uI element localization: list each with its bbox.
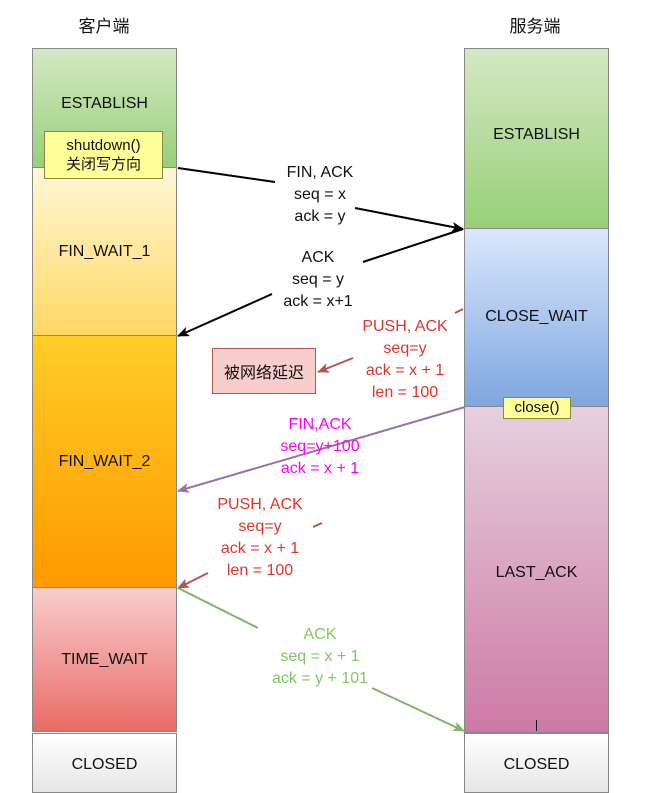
- close-note: close(): [503, 397, 571, 419]
- server-tick-mark: [536, 720, 537, 731]
- shutdown-note-line1: shutdown(): [66, 137, 141, 154]
- arrow-ack-2-b: [371, 687, 465, 732]
- msg-push-ack-2-line2: seq=y: [238, 518, 282, 535]
- msg-ack-1-line2: seq = y: [291, 271, 345, 288]
- msg-ack-1-line1: ACK: [301, 249, 335, 266]
- arrows-layer: [177, 167, 466, 732]
- arrow-push-ack-2-b: [177, 572, 209, 589]
- arrow-ack-2-a: [177, 587, 259, 629]
- msg-push-ack-2-line4: len = 100: [226, 562, 294, 579]
- server-state-close-wait: CLOSE_WAIT: [464, 228, 609, 407]
- msg-fin-ack-2: FIN,ACK seq=y+100 ack = x + 1: [265, 414, 375, 480]
- server-state-establish: ESTABLISH: [464, 48, 609, 229]
- server-title: 服务端: [509, 17, 561, 36]
- network-delay-box: 被网络延迟: [212, 348, 316, 394]
- shutdown-note: shutdown() 关闭写方向: [44, 131, 163, 179]
- msg-push-ack-1-line3: ack = x + 1: [365, 362, 445, 379]
- arrow-push-ack-2-a: [312, 522, 323, 528]
- msg-ack-2-line2: seq = x + 1: [280, 648, 360, 665]
- msg-fin-ack-2-line2: seq=y+100: [280, 438, 360, 455]
- msg-fin-ack-1-line2: seq = x: [293, 186, 347, 203]
- msg-fin-ack-1-line3: ack = y: [294, 208, 346, 225]
- msg-push-ack-1-line2: seq=y: [383, 340, 427, 357]
- shutdown-note-line2: 关闭写方向: [65, 156, 141, 173]
- msg-ack-2-line3: ack = y + 101: [271, 670, 369, 687]
- msg-push-ack-1-line4: len = 100: [371, 384, 439, 401]
- msg-fin-ack-2-line3: ack = x + 1: [280, 460, 360, 477]
- msg-push-ack-2-line1: PUSH, ACK: [217, 496, 303, 513]
- arrow-push-ack-1-b: [317, 357, 354, 373]
- msg-ack-1: ACK seq = y ack = x+1: [268, 247, 368, 313]
- arrow-ack-1-a: [362, 228, 464, 263]
- client-state-fin-wait-2: FIN_WAIT_2: [32, 335, 177, 588]
- server-state-last-ack: LAST_ACK: [464, 406, 609, 733]
- arrow-fin-ack-1-a: [177, 167, 276, 183]
- arrow-ack-1-b: [177, 293, 273, 337]
- msg-ack-2-line1: ACK: [303, 626, 337, 643]
- msg-push-ack-1: PUSH, ACK seq=y ack = x + 1 len = 100: [349, 316, 461, 404]
- msg-push-ack-1-line1: PUSH, ACK: [362, 318, 448, 335]
- client-title: 客户端: [78, 17, 130, 36]
- msg-push-ack-2-line3: ack = x + 1: [220, 540, 300, 557]
- msg-fin-ack-1-line1: FIN, ACK: [286, 164, 354, 181]
- msg-push-ack-2: PUSH, ACK seq=y ack = x + 1 len = 100: [204, 494, 316, 582]
- msg-fin-ack-2-line1: FIN,ACK: [288, 416, 352, 433]
- client-state-time-wait: TIME_WAIT: [32, 587, 177, 732]
- arrow-fin-ack-2: [177, 406, 466, 493]
- msg-ack-1-line3: ack = x+1: [283, 293, 353, 310]
- arrow-push-ack-1-a: [454, 308, 464, 314]
- msg-fin-ack-1: FIN, ACK seq = x ack = y: [270, 162, 370, 228]
- arrow-fin-ack-1-b: [354, 207, 464, 232]
- msg-ack-2: ACK seq = x + 1 ack = y + 101: [254, 624, 386, 690]
